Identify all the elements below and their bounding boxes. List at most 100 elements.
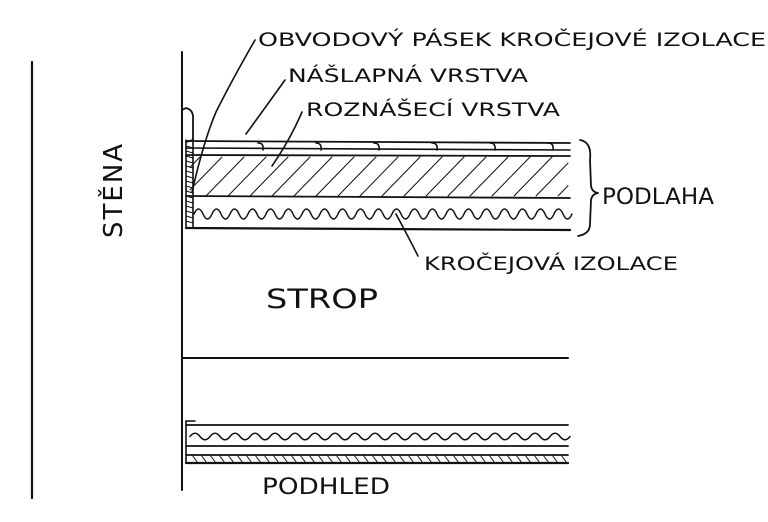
suspended-ceiling-hatch-mark — [389, 454, 397, 464]
suspended-ceiling-hatch-mark — [560, 454, 568, 464]
strip-hatch-mark — [185, 215, 194, 219]
wearing-layer-shape — [185, 140, 571, 151]
strip-hatch-mark — [185, 160, 194, 164]
suspended-ceiling-shape — [184, 420, 571, 465]
label-impact-insulation: KROČEJOVÁ IZOLACE — [424, 251, 678, 275]
suspended-ceiling-hatch-mark — [344, 454, 352, 464]
suspended-ceiling-hatch-mark — [254, 454, 262, 464]
distribution-hatch-mark — [227, 156, 267, 197]
leader-impact-insulation — [395, 213, 419, 257]
distribution-hatch-mark — [513, 156, 553, 197]
suspended-ceiling-hatch-mark — [218, 454, 226, 464]
label-wearing-layer: NÁŠLAPNÁ VRSTVA — [288, 63, 528, 87]
label-ceiling-slab: STROP — [266, 284, 378, 315]
suspended-ceiling-hatch-mark — [524, 454, 532, 464]
suspended-ceiling-hatch-mark — [263, 454, 271, 464]
suspended-ceiling-hatch-mark — [335, 454, 343, 464]
distribution-hatch-mark — [359, 156, 399, 197]
label-floor: PODLAHA — [602, 185, 714, 210]
distribution-hatch-mark — [293, 156, 333, 197]
suspended-ceiling-hatch-mark — [191, 454, 199, 464]
suspended-ceiling-hatch-mark — [290, 454, 298, 464]
distribution-hatch-mark — [403, 156, 443, 197]
distribution-hatch-mark — [557, 185, 569, 197]
distribution-hatch-mark — [205, 156, 245, 197]
suspended-ceiling-hatch-mark — [434, 454, 442, 464]
wearing-layer-tick — [431, 142, 438, 151]
suspended-ceiling-hatch-mark — [308, 454, 316, 464]
label-distribution-layer: ROZNÁŠECÍ VRSTVA — [306, 97, 560, 121]
suspended-ceiling-hatch-mark — [317, 454, 325, 464]
skirting-board — [181, 107, 195, 143]
strip-hatch-mark — [185, 180, 194, 184]
label-perimeter-strip: OBVODOVÝ PÁSEK KROČEJOVÉ IZOLACE — [258, 27, 766, 51]
wearing-layer-tick — [315, 142, 322, 151]
wearing-layer-tick — [489, 142, 496, 151]
strip-hatch-mark — [185, 200, 194, 204]
distribution-hatch-mark — [381, 156, 421, 197]
distribution-layer-shape — [185, 154, 571, 199]
suspended-ceiling-hatch-mark — [551, 454, 559, 464]
suspended-ceiling-hatch-mark — [227, 454, 235, 464]
distribution-hatch-mark — [491, 156, 531, 197]
suspended-ceiling-hatch-mark — [416, 454, 424, 464]
wearing-layer-tick — [547, 142, 554, 151]
strip-hatch-mark — [185, 150, 194, 154]
suspended-ceiling-hatch-mark — [443, 454, 451, 464]
impact-insulation-shape — [184, 208, 573, 232]
suspended-ceiling-hatch-mark — [353, 454, 361, 464]
suspended-ceiling-hatch-mark — [398, 454, 406, 464]
perimeter-strip — [185, 139, 194, 229]
suspended-ceiling-hatch-mark — [281, 454, 289, 464]
label-wall: STĚNA — [97, 142, 129, 238]
suspended-ceiling-hatch-mark — [470, 454, 478, 464]
floor-brace — [577, 139, 599, 237]
strip-hatch-mark — [185, 165, 194, 169]
suspended-ceiling-hatch-mark — [452, 454, 460, 464]
wearing-layer-tick — [257, 142, 264, 151]
suspended-ceiling-hatch-mark — [407, 454, 415, 464]
distribution-hatch-mark — [249, 156, 289, 197]
suspended-ceiling-hatch-mark — [371, 454, 379, 464]
suspended-ceiling-hatch-mark — [542, 454, 550, 464]
suspended-ceiling-hatch-mark — [479, 454, 487, 464]
distribution-hatch-mark — [469, 156, 509, 197]
distribution-hatch-mark — [315, 156, 355, 197]
strip-hatch-mark — [185, 210, 194, 214]
leader-wearing-layer — [245, 79, 286, 135]
suspended-ceiling-hatch-mark — [200, 454, 208, 464]
suspended-ceiling-hatch-mark — [362, 454, 370, 464]
leader-distribution-layer — [271, 111, 303, 167]
suspended-ceiling-hatch-mark — [236, 454, 244, 464]
leader-perimeter-strip — [191, 39, 256, 193]
suspended-ceiling-hatch-mark — [461, 454, 469, 464]
strip-hatch-mark — [185, 170, 194, 174]
distribution-hatch-mark — [535, 162, 569, 197]
suspended-ceiling-hatch-mark — [245, 454, 253, 464]
strip-hatch-mark — [185, 175, 194, 179]
suspended-ceiling-hatch-mark — [488, 454, 496, 464]
distribution-hatch-mark — [447, 156, 487, 197]
suspended-ceiling-hatch-mark — [272, 454, 280, 464]
suspended-ceiling-hatch-mark — [209, 454, 217, 464]
suspended-ceiling-hatch-mark — [515, 454, 523, 464]
suspended-ceiling-hatch-mark — [380, 454, 388, 464]
suspended-ceiling-hatch-mark — [497, 454, 505, 464]
suspended-ceiling-hatch-mark — [425, 454, 433, 464]
suspended-ceiling-hatch-mark — [506, 454, 514, 464]
distribution-hatch-mark — [189, 156, 201, 168]
suspended-ceiling-hatch-mark — [533, 454, 541, 464]
distribution-hatch-mark — [425, 156, 465, 197]
label-suspended-ceiling: PODHLED — [262, 475, 390, 500]
wearing-layer-tick — [373, 142, 380, 151]
strip-hatch-mark — [185, 205, 194, 209]
strip-hatch-mark — [185, 220, 194, 224]
suspended-ceiling-hatch-mark — [299, 454, 307, 464]
suspended-ceiling-hatch-mark — [326, 454, 334, 464]
distribution-hatch-mark — [337, 156, 377, 197]
distribution-hatch-mark — [271, 156, 311, 197]
distribution-hatch-mark — [189, 156, 223, 191]
strip-hatch-mark — [185, 155, 194, 159]
